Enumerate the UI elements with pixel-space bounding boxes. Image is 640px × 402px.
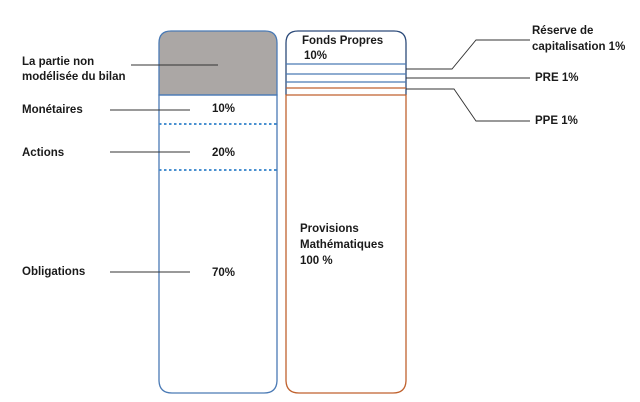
ppe-label: PPE 1% bbox=[535, 115, 578, 127]
reserve-leader-line bbox=[406, 39, 530, 70]
obligations-label: Obligations bbox=[22, 266, 85, 278]
provisions-column bbox=[285, 94, 407, 394]
unmodeled-label-line2: modélisée du bilan bbox=[22, 71, 126, 83]
monetaires-label: Monétaires bbox=[22, 104, 83, 116]
monetaires-pct: 10% bbox=[212, 103, 235, 115]
unmodeled-block bbox=[158, 30, 278, 96]
fonds-propres-label: Fonds Propres bbox=[302, 35, 383, 47]
ppe-leader-line bbox=[406, 88, 530, 122]
reserve-label-line1: Réserve de bbox=[532, 25, 593, 37]
provisions-label-line2: Mathématiques bbox=[300, 239, 384, 251]
obligations-pct: 70% bbox=[212, 267, 235, 279]
fonds-propres-box bbox=[285, 30, 407, 64]
provisions-label-line1: Provisions bbox=[300, 223, 359, 235]
actions-pct: 20% bbox=[212, 147, 235, 159]
actions-label: Actions bbox=[22, 147, 64, 159]
fonds-propres-pct: 10% bbox=[304, 50, 327, 62]
provisions-pct: 100 % bbox=[300, 255, 333, 267]
reserve-label-line2: capitalisation 1% bbox=[532, 41, 625, 53]
asset-column bbox=[158, 94, 278, 394]
unmodeled-label-line1: La partie non bbox=[22, 56, 94, 68]
pre-label: PRE 1% bbox=[535, 72, 578, 84]
